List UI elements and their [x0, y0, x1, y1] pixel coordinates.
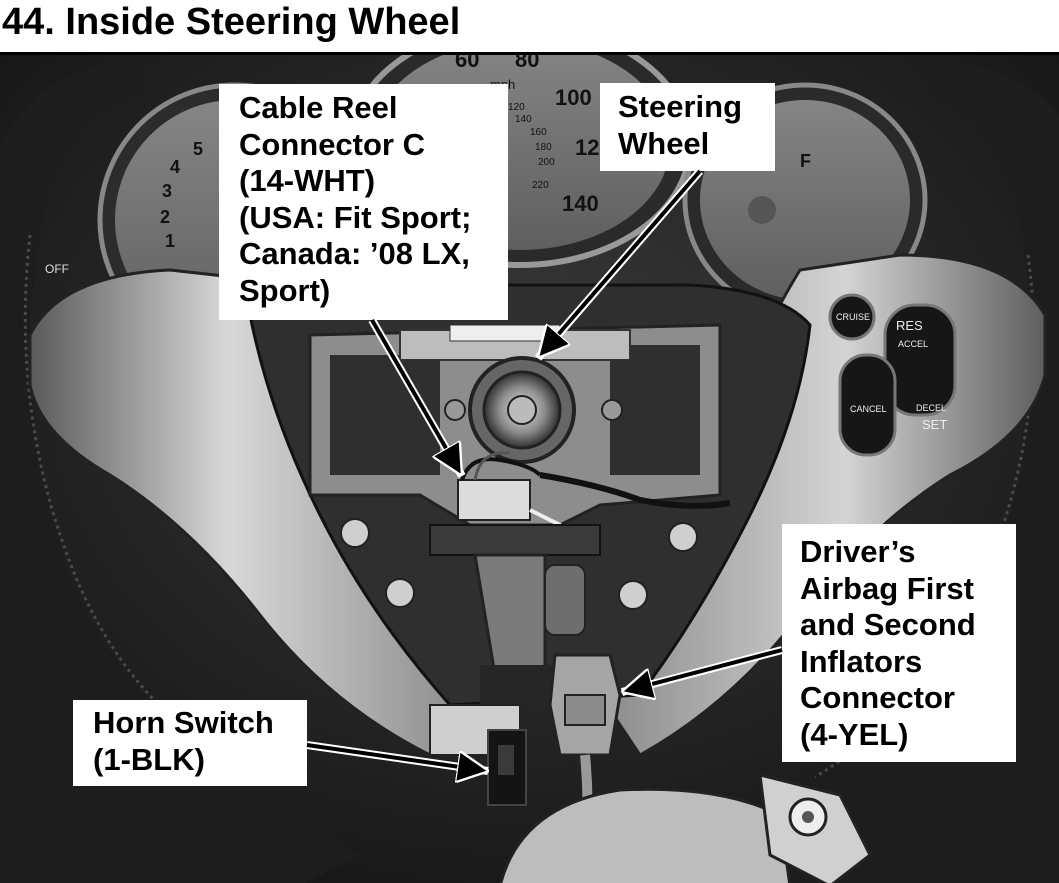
cruise-button: [828, 293, 876, 341]
callout-horn-switch: Horn Switch (1-BLK): [73, 700, 307, 786]
page-title: 44. Inside Steering Wheel: [2, 1, 461, 43]
decel-label: DECEL: [916, 403, 946, 413]
speed-label-140: 140: [562, 191, 599, 216]
tach-label-4: 4: [170, 157, 180, 177]
steering-wheel-hub: [468, 356, 576, 464]
lower-column: [429, 524, 601, 705]
callout-line: Cable Reel: [239, 90, 398, 125]
callout-line: Canada: ’08 LX,: [239, 236, 470, 271]
callout-steering-wheel: Steering Wheel: [600, 83, 775, 171]
kmh-label-140: 140: [515, 114, 532, 125]
set-label: SET: [922, 417, 947, 432]
cruise-label: CRUISE: [836, 312, 870, 322]
airbag-module: [499, 773, 872, 883]
tach-label-5: 5: [193, 139, 203, 159]
res-label: RES: [896, 318, 923, 333]
kmh-label-200: 200: [538, 157, 555, 168]
callout-line: (4-YEL): [800, 716, 909, 752]
accel-label: ACCEL: [898, 339, 928, 349]
callout-line: (1-BLK): [93, 741, 205, 777]
tach-label-3: 3: [162, 181, 172, 201]
kmh-label-160: 160: [530, 127, 547, 138]
speed-label-80: 80: [515, 55, 539, 72]
callout-line: Sport): [239, 272, 331, 308]
tach-label-1: 1: [165, 231, 175, 251]
speed-label-60: 60: [455, 55, 479, 72]
speed-label-100: 100: [555, 85, 592, 110]
callout-line: Horn Switch: [93, 705, 274, 740]
kmh-label-220: 220: [532, 180, 549, 191]
callout-line: (USA: Fit Sport;: [239, 199, 472, 235]
callout-line: and Second: [800, 607, 976, 642]
cruise-control-buttons: CRUISE RES ACCEL DECEL SET CANCEL: [828, 293, 957, 457]
off-label: OFF: [45, 262, 69, 276]
callout-line: Airbag First: [800, 570, 974, 606]
cancel-label: CANCEL: [850, 404, 887, 414]
speed-label-120: 12: [575, 135, 599, 160]
callout-line: Wheel: [618, 125, 710, 161]
callout-line: (14-WHT): [239, 163, 376, 198]
callout-line: Connector: [800, 680, 955, 715]
callout-line: Driver’s: [800, 534, 916, 569]
tach-label-2: 2: [160, 207, 170, 227]
horn-switch: [429, 704, 527, 806]
callout-line: Inflators: [800, 643, 923, 679]
kmh-label-180: 180: [535, 142, 552, 153]
fuel-label-f: F: [800, 151, 811, 171]
callout-line: Connector C: [239, 126, 425, 162]
callout-line: Steering: [618, 89, 743, 124]
callout-airbag-connector: Driver’s Airbag First and Second Inflato…: [782, 524, 1016, 762]
kmh-label-120: 120: [508, 102, 525, 113]
callout-cable-reel-connector: Cable Reel Connector C (14-WHT) (USA: Fi…: [219, 84, 508, 320]
cancel-button: [838, 353, 897, 457]
